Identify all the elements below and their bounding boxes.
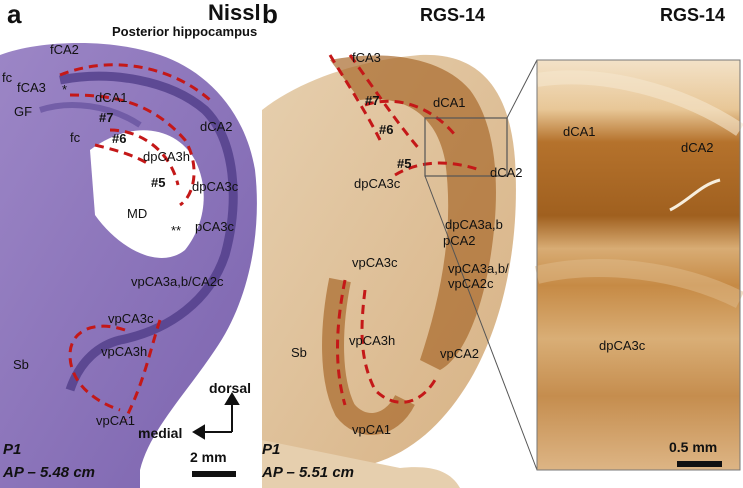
- label-6-b: #6: [379, 122, 394, 137]
- inset-micrograph: [534, 59, 743, 471]
- label-dpca3c-b: dpCA3c: [354, 176, 401, 191]
- label-pca2: pCA2: [443, 233, 476, 248]
- label-dca1-b: dCA1: [433, 95, 466, 110]
- label-vpca3h-b: vpCA3h: [349, 333, 396, 348]
- label-vpca3h-a: vpCA3h: [101, 344, 148, 359]
- label-dpca3ab: dpCA3a,b: [445, 217, 503, 232]
- scale-bar-inset: [677, 461, 722, 467]
- label-vpca2c: vpCA2c: [448, 276, 494, 291]
- panel-a-subtitle: Posterior hippocampus: [112, 24, 258, 39]
- panel-a-letter: a: [7, 0, 22, 29]
- label-fc-bottom: fc: [70, 130, 81, 145]
- label-vpca3c-b: vpCA3c: [352, 255, 398, 270]
- label-fca3-b: fCA3: [352, 50, 381, 65]
- label-vpca1-a: vpCA1: [96, 413, 136, 428]
- inset-connector-bottom: [424, 175, 538, 471]
- label-sb-a: Sb: [13, 357, 29, 372]
- panel-a-species: P1: [3, 441, 22, 458]
- label-star: *: [62, 82, 68, 97]
- label-md: MD: [127, 206, 148, 221]
- scale-label-inset: 0.5 mm: [669, 439, 718, 455]
- label-vpca2: vpCA2: [440, 346, 480, 361]
- label-vpca1-b: vpCA1: [352, 422, 392, 437]
- scale-label-a: 2 mm: [190, 449, 227, 465]
- scale-bar-a: [192, 471, 236, 477]
- label-dca2-a: dCA2: [200, 119, 233, 134]
- label-7-a: #7: [99, 110, 114, 125]
- label-vpca3ab-ca2c: vpCA3a,b/CA2c: [131, 274, 224, 289]
- label-gf: GF: [14, 104, 33, 119]
- panel-b-ap: AP – 5.51 cm: [262, 464, 354, 481]
- label-dca1-a: dCA1: [95, 90, 128, 105]
- inset-stain-title: RGS-14: [660, 5, 726, 25]
- label-fca3: fCA3: [17, 80, 46, 95]
- label-7-b: #7: [365, 93, 380, 108]
- inset-box: [424, 117, 508, 177]
- label-fca2: fCA2: [50, 42, 79, 57]
- panel-a-stain-title: Nissl: [208, 0, 261, 25]
- label-sb-b: Sb: [291, 345, 307, 360]
- label-6-a: #6: [112, 131, 127, 146]
- rgs14-dashed-outline: [328, 54, 481, 406]
- label-5-a: #5: [151, 175, 166, 190]
- inset-connector-top: [506, 59, 538, 119]
- panel-b-species: P1: [262, 441, 281, 458]
- orientation-arrows: [192, 392, 240, 440]
- label-dpca3h-a: dpCA3h: [143, 149, 190, 164]
- inset-label-dca2: dCA2: [681, 140, 714, 155]
- label-double-star: **: [171, 223, 182, 238]
- panel-b-stain-title: RGS-14: [420, 5, 486, 25]
- label-fc-top: fc: [2, 70, 13, 85]
- inset-label-dpca3c: dpCA3c: [599, 338, 646, 353]
- inset-label-dca1: dCA1: [563, 124, 596, 139]
- label-dca2-b: dCA2: [490, 165, 523, 180]
- label-vpca3c-a: vpCA3c: [108, 311, 154, 326]
- rgs14-section: [262, 54, 516, 488]
- label-pca3c: pCA3c: [195, 219, 235, 234]
- label-5-b: #5: [397, 156, 412, 171]
- orientation-medial: medial: [138, 425, 183, 441]
- label-dpca3c-a: dpCA3c: [192, 179, 239, 194]
- orientation-dorsal: dorsal: [209, 380, 252, 396]
- nissl-dashed-outline: [59, 63, 211, 421]
- panel-b-letter: b: [262, 0, 278, 29]
- label-vpca3ab-b: vpCA3a,b/: [448, 261, 509, 276]
- panel-a-ap: AP – 5.48 cm: [3, 464, 95, 481]
